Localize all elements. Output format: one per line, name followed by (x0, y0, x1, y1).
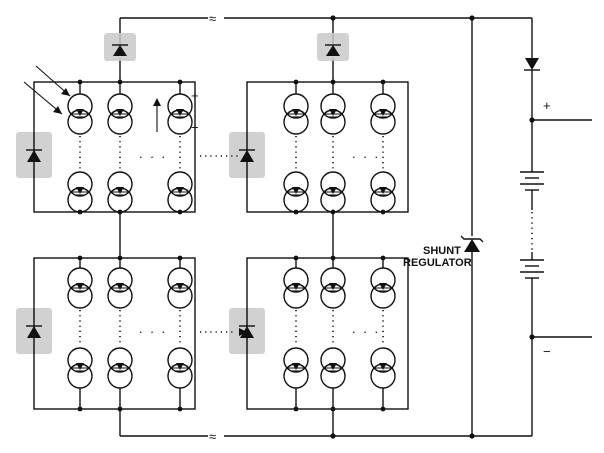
bypass-diode-icon (16, 132, 52, 178)
solar-cell-icon (320, 171, 346, 213)
solar-cell-icon (107, 347, 133, 389)
solar-cell-icon (370, 93, 396, 135)
bypass-diode-icon (229, 132, 265, 178)
solar-cell-icon (320, 267, 346, 309)
solar-cell-icon (107, 93, 133, 135)
ellipsis-top-right: . . . (352, 146, 380, 161)
solar-cell-icon (67, 171, 93, 213)
solar-cell-icon (167, 267, 193, 309)
solar-cell-icon (283, 171, 309, 213)
solar-cell-icon (107, 171, 133, 213)
shunt-regulator-zener-icon (460, 235, 484, 252)
output-plus-sign: + (543, 98, 551, 113)
solar-cell-icon (167, 171, 193, 213)
panel-bottom-right (229, 255, 409, 412)
solar-cell-icon (283, 93, 309, 135)
solar-cell-icon (167, 347, 193, 389)
solar-cell-icon (67, 347, 93, 389)
solar-cell-icon (320, 347, 346, 389)
solar-cell-icon (67, 267, 93, 309)
top-bus-break: ≈ (209, 11, 216, 26)
output-minus-sign: − (543, 344, 551, 359)
shunt-label-line1: SHUNT (423, 245, 461, 257)
ellipsis-bottom-left: . . . (139, 321, 167, 336)
solar-cell-icon (370, 347, 396, 389)
solar-cell-icon (320, 93, 346, 135)
solar-cell-icon (370, 171, 396, 213)
battery-stack (520, 171, 544, 279)
solar-cell-icon (283, 267, 309, 309)
panel-top-right (229, 79, 409, 215)
junction-dots (330, 15, 535, 439)
solar-cell-icon (107, 267, 133, 309)
bottom-bus-break: ≈ (209, 429, 216, 444)
bypass-diode-icon (16, 308, 52, 354)
diode-left-top-icon (112, 44, 128, 56)
string-blocking-diodes (104, 33, 349, 61)
power-bus-wires (119, 17, 592, 437)
ellipsis-top-left: . . . (139, 146, 167, 161)
panel-ellipses: . . . . . . . . . . . . (139, 146, 380, 336)
bypass-diode-icon (229, 308, 265, 354)
solar-cell-icon (283, 347, 309, 389)
ellipsis-bottom-right: . . . (352, 321, 380, 336)
panel-top-left (16, 79, 196, 215)
solar-cell-icon (167, 93, 193, 135)
shunt-label-line2: REGULATOR (403, 257, 472, 269)
bus-break-marks: ≈ ≈ (209, 11, 216, 444)
solar-panels (16, 79, 409, 412)
solar-cell-icon (370, 267, 396, 309)
solar-cell-icon (67, 93, 93, 135)
diode-right-top-icon (325, 44, 341, 56)
charge-diode-icon (524, 58, 540, 71)
panel-bottom-left (16, 255, 196, 412)
sunlight-arrows-icon (23, 65, 71, 115)
